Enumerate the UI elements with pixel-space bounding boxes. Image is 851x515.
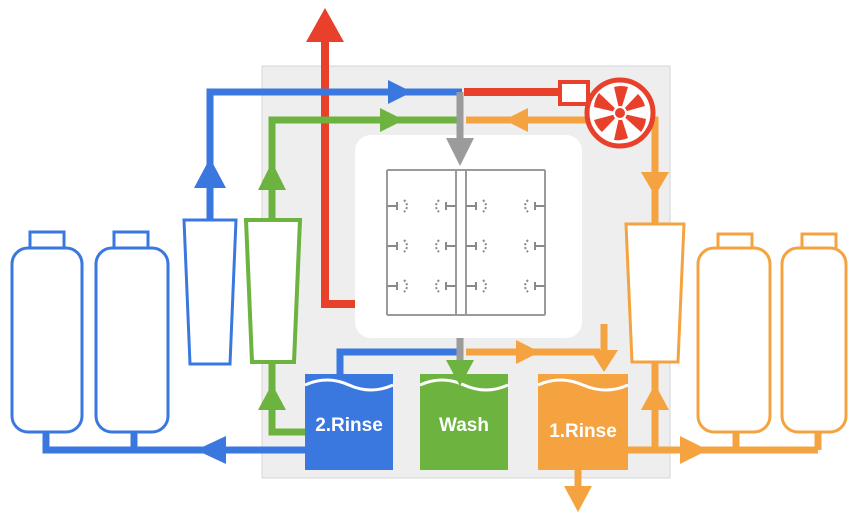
parts-rack	[386, 169, 546, 316]
blue-arrow-up	[194, 158, 226, 188]
tank-wash-label: Wash	[439, 415, 489, 436]
fan-icon	[558, 77, 656, 149]
exhaust-line	[306, 8, 560, 308]
rinse2-storage-cylinders	[10, 230, 170, 434]
orange-arrow-right-mid	[516, 340, 540, 364]
rinse2-filter	[182, 218, 238, 366]
spray-nozzle-icon	[387, 199, 545, 293]
drain-line	[446, 92, 474, 362]
tank-rinse1-label: 1.Rinse	[549, 421, 617, 442]
green-arrow-right	[380, 108, 404, 132]
exhaust-up-arrow	[306, 8, 344, 42]
orange-arrow-right-bottom	[680, 436, 708, 464]
tank-rinse1: 1.Rinse	[537, 374, 629, 470]
orange-arrow-up-bottom	[641, 384, 669, 410]
orange-arrow-left	[504, 108, 528, 132]
tank-rinse2-label: 2.Rinse	[315, 415, 383, 436]
green-arrow-up-bottom	[258, 384, 286, 410]
orange-arrow-down-small	[590, 350, 618, 372]
green-arrow-up-top	[258, 162, 286, 190]
blue-arrow-left	[196, 436, 226, 464]
blue-arrow-right	[388, 80, 412, 104]
wash-chamber	[355, 135, 582, 338]
drain-arrow-down	[564, 486, 592, 512]
wash-tank-inlet-arrow	[446, 360, 474, 386]
tank-rinse2: 2.Rinse	[304, 374, 394, 470]
rinse1-filter	[624, 222, 686, 364]
tank-wash: Wash	[419, 374, 509, 470]
wash-filter	[243, 218, 303, 364]
rinse1-storage-cylinders	[696, 232, 848, 434]
orange-arrow-down-top	[641, 172, 669, 196]
